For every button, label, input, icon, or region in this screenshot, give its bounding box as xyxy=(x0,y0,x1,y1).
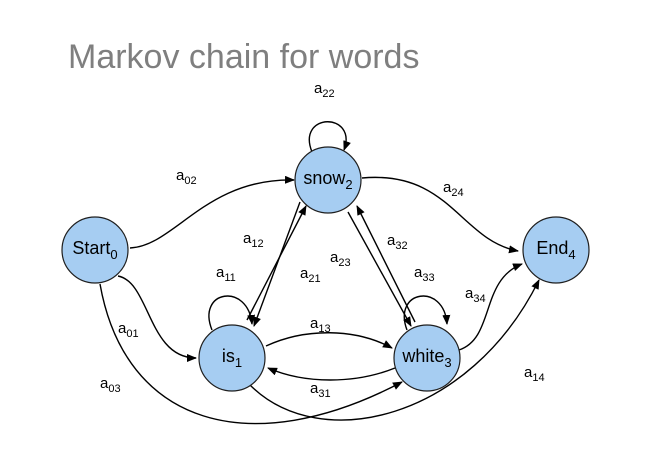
edge-white-end xyxy=(458,263,523,351)
state-label-end: End4 xyxy=(536,238,575,262)
edge-white-is xyxy=(267,367,396,381)
edge-is-white xyxy=(265,332,393,349)
edge-label-is-end: a14 xyxy=(524,364,545,384)
state-label-is: is1 xyxy=(222,346,242,370)
state-node-is: is1 xyxy=(198,324,266,392)
edge-label-is-is: a11 xyxy=(216,264,236,284)
edge-snow-end xyxy=(361,176,519,254)
edge-label-white-snow: a32 xyxy=(387,232,408,252)
edge-white-white xyxy=(403,295,451,331)
edge-label-snow-white: a23 xyxy=(330,249,351,269)
edge-label-start-white: a03 xyxy=(100,375,121,395)
edge-snow-white xyxy=(347,211,412,327)
edge-label-snow-snow: a22 xyxy=(314,80,335,100)
state-node-end: End4 xyxy=(522,216,590,284)
edge-start-is xyxy=(117,275,197,362)
state-label-start: Start0 xyxy=(72,238,117,262)
edge-label-white-end: a34 xyxy=(465,285,486,305)
state-circle-white xyxy=(393,324,461,392)
edge-label-snow-is: a21 xyxy=(300,265,321,285)
state-circle-snow xyxy=(294,146,362,214)
edge-start-white xyxy=(99,283,403,425)
edge-white-snow xyxy=(356,205,416,323)
edge-label-is-snow: a12 xyxy=(243,230,264,250)
slide-title: Markov chain for words xyxy=(68,38,420,76)
edge-label-is-white: a13 xyxy=(310,315,331,335)
state-node-start: Start0 xyxy=(61,216,129,284)
edge-label-snow-end: a24 xyxy=(443,179,464,199)
edge-is-snow xyxy=(246,205,307,321)
edge-label-white-is: a31 xyxy=(310,380,331,400)
edge-is-end xyxy=(249,279,540,421)
state-node-snow: snow2 xyxy=(294,146,362,214)
edge-snow-snow xyxy=(308,121,351,153)
state-circle-end xyxy=(522,216,590,284)
edge-is-is xyxy=(208,295,256,331)
edge-label-start-is: a01 xyxy=(118,320,139,340)
edge-snow-is xyxy=(253,201,301,327)
edge-start-snow xyxy=(129,175,295,249)
state-circle-start xyxy=(61,216,129,284)
edge-label-start-snow: a02 xyxy=(176,167,197,187)
state-label-white: white3 xyxy=(401,346,451,370)
state-node-white: white3 xyxy=(393,324,461,392)
state-circle-is xyxy=(198,324,266,392)
state-label-snow: snow2 xyxy=(303,168,352,192)
edge-label-white-white: a33 xyxy=(414,264,435,284)
